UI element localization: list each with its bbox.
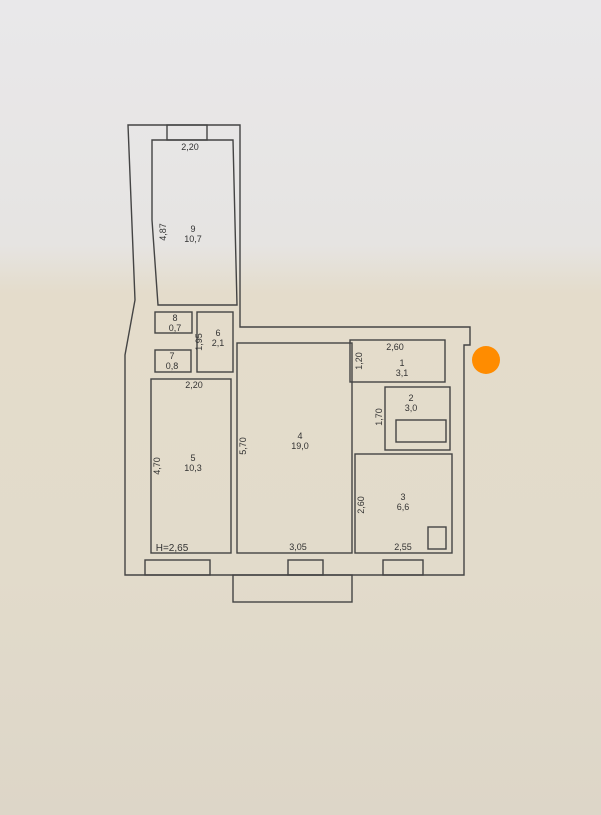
dim-r2-height: 1,70 — [374, 408, 384, 426]
room-3-area: 6,6 — [397, 502, 410, 512]
dim-r6-height: 1,95 — [194, 333, 204, 351]
room-6-number: 6 — [215, 328, 220, 338]
room-9-number: 9 — [190, 224, 195, 234]
dim-r5-height: 4,70 — [152, 457, 162, 475]
room-6-outline — [196, 311, 234, 373]
stove-icon — [427, 526, 447, 550]
room-7-area: 0,8 — [166, 361, 179, 371]
room-7-outline — [154, 349, 192, 373]
room-2-area: 3,0 — [405, 403, 418, 413]
dim-r3-height: 2,60 — [356, 496, 366, 514]
room-9-outline — [151, 139, 238, 306]
dim-r9-width: 2,20 — [181, 142, 199, 152]
room-1-number: 1 — [399, 358, 404, 368]
room-5-number: 5 — [190, 453, 195, 463]
room-4-outline — [236, 342, 353, 554]
dim-r4-height: 5,70 — [238, 437, 248, 455]
room-4-number: 4 — [297, 431, 302, 441]
dim-r5-width: 2,20 — [185, 380, 203, 390]
dim-r9-height: 4,87 — [158, 223, 168, 241]
room-3-outline — [354, 453, 453, 554]
windows — [144, 124, 424, 576]
orange-marker — [472, 346, 500, 374]
dim-r1-height: 1,20 — [354, 352, 364, 370]
room-5-outline — [150, 378, 232, 554]
room-1-area: 3,1 — [396, 368, 409, 378]
room-9-area: 10,7 — [184, 234, 202, 244]
room-8-number: 8 — [172, 313, 177, 323]
room-1-outline — [349, 339, 446, 383]
ceiling-height: H=2,65 — [156, 543, 189, 554]
room-7-number: 7 — [169, 351, 174, 361]
room-8-outline — [154, 311, 193, 334]
bathtub-icon — [395, 419, 447, 443]
balcony — [232, 574, 353, 603]
room-6-area: 2,1 — [212, 338, 225, 348]
room-5-area: 10,3 — [184, 463, 202, 473]
dim-r1-width: 2,60 — [386, 342, 404, 352]
room-8-area: 0,7 — [169, 323, 182, 333]
room-2-number: 2 — [408, 393, 413, 403]
dim-r3-width: 2,55 — [394, 542, 412, 552]
dim-r4-width: 3,05 — [289, 542, 307, 552]
room-4-area: 19,0 — [291, 441, 309, 451]
room-3-number: 3 — [400, 492, 405, 502]
walls — [124, 124, 471, 603]
room-2-outline — [384, 386, 451, 451]
